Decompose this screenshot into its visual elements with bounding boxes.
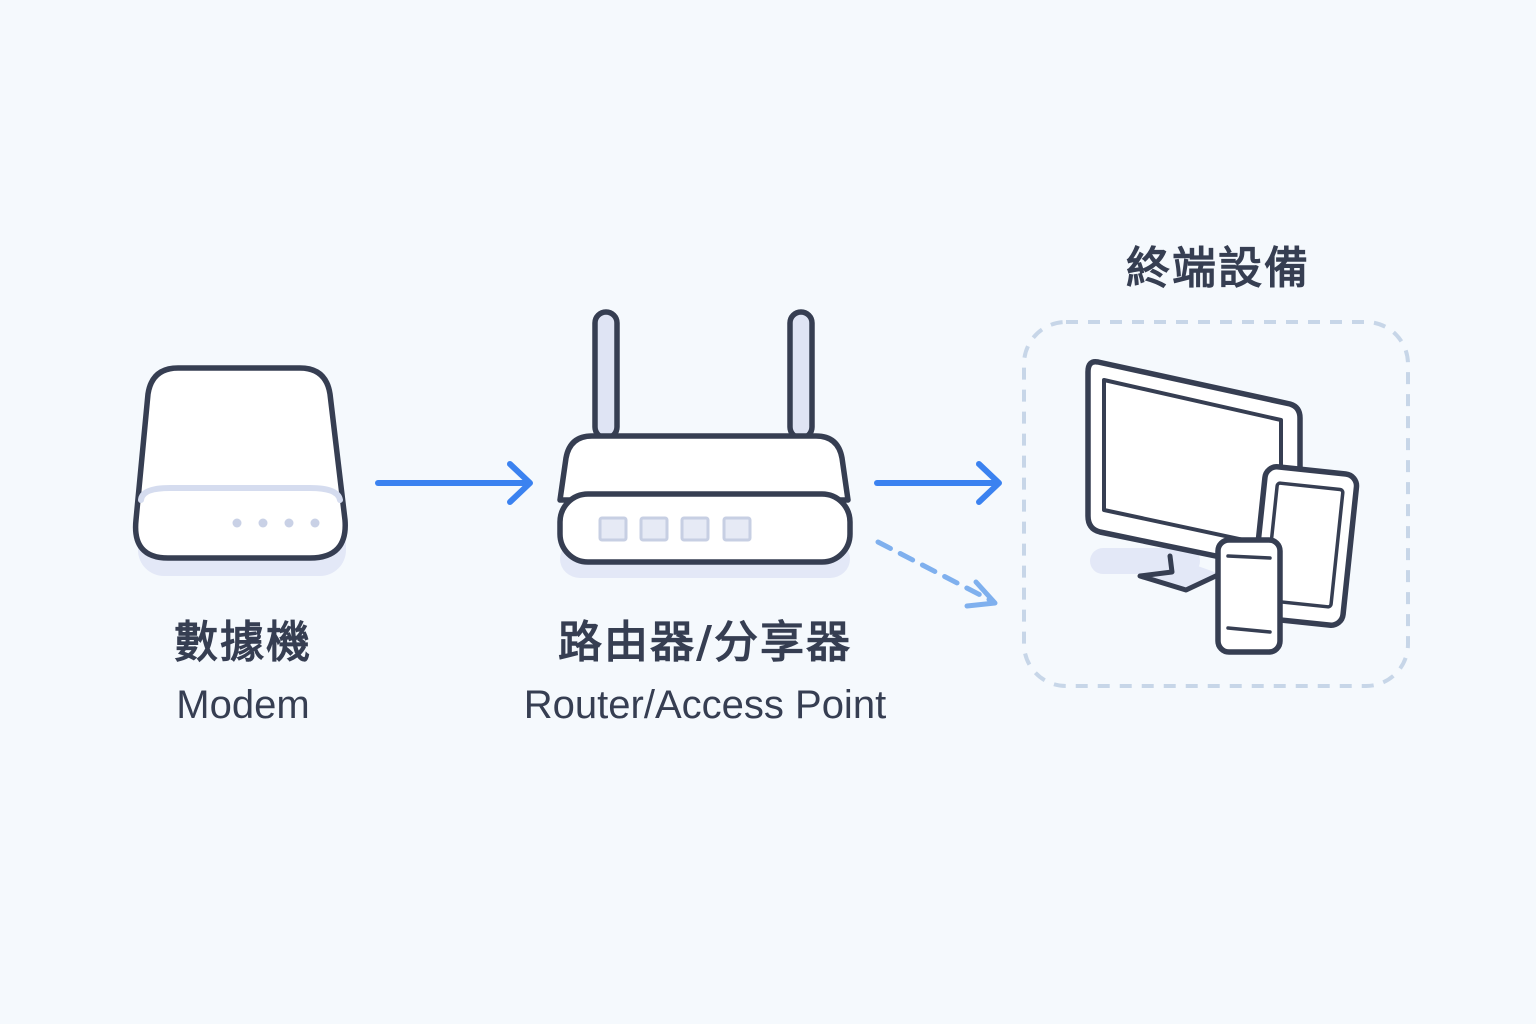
router-port	[639, 516, 669, 542]
router-antenna-right	[787, 309, 815, 441]
modem-label-en: Modem	[176, 683, 310, 727]
end-devices-label-zh: 終端設備	[1126, 243, 1310, 294]
router-antenna-left	[592, 309, 620, 441]
end-devices-group-box	[1022, 320, 1410, 688]
modem-icon	[132, 365, 348, 576]
router-port	[680, 516, 710, 542]
modem-status-dot	[284, 518, 294, 528]
router-icon	[557, 309, 853, 578]
router-label-zh: 路由器/分享器	[557, 617, 853, 668]
router-label-en: Router/Access Point	[523, 683, 887, 727]
arrow-router-to-devices-dashed	[875, 539, 998, 609]
modem-status-dot	[232, 518, 242, 528]
arrow-router-to-devices	[874, 461, 1002, 505]
arrow-modem-to-router	[375, 461, 533, 505]
devices-icon	[1085, 358, 1360, 655]
router-port	[722, 516, 752, 542]
router-port	[598, 516, 628, 542]
modem-status-dot	[258, 518, 268, 528]
modem-status-dot	[310, 518, 320, 528]
modem-label-zh: 數據機	[174, 617, 312, 668]
phone-icon	[1215, 537, 1283, 655]
